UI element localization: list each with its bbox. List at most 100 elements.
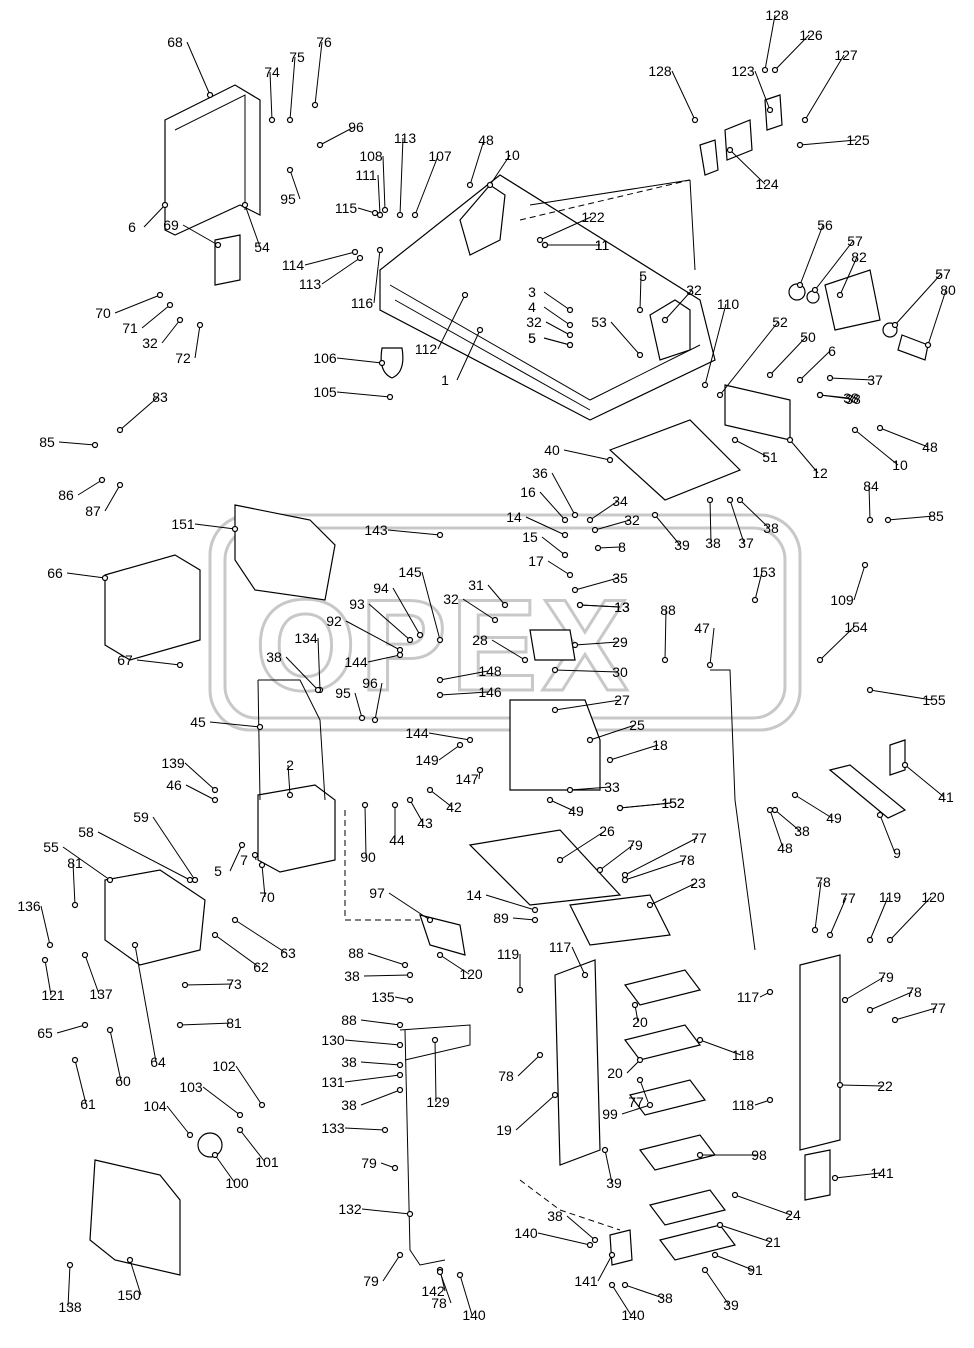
leader-line: [439, 670, 489, 681]
rail-22: [799, 954, 841, 1151]
fastener-mark: [791, 791, 799, 799]
leader-line: [814, 881, 822, 931]
part-100: [197, 1132, 223, 1158]
callout-92: 92: [326, 613, 342, 629]
leader-line: [185, 784, 216, 801]
callout-13: 13: [614, 599, 630, 615]
fastener-mark: [771, 806, 779, 814]
callout-109: 109: [830, 592, 854, 608]
callout-8: 8: [618, 539, 626, 555]
callout-25: 25: [629, 717, 645, 733]
callout-48: 48: [922, 439, 938, 455]
callout-30: 30: [612, 664, 628, 680]
callout-5: 5: [528, 330, 536, 346]
fastener-mark: [191, 876, 199, 884]
leader-line: [774, 34, 810, 71]
leader-line: [67, 1264, 71, 1308]
callout-54: 54: [254, 239, 270, 255]
lamp-housing-66: [104, 554, 201, 661]
callout-140: 140: [462, 1307, 486, 1323]
callout-66: 66: [47, 565, 63, 581]
leader-line: [539, 491, 566, 521]
leader-line: [549, 799, 575, 812]
callout-57: 57: [847, 233, 863, 249]
callout-68: 68: [167, 34, 183, 50]
leader-line: [819, 394, 852, 400]
callout-105: 105: [313, 384, 337, 400]
leader-line: [599, 844, 634, 871]
callout-31: 31: [468, 577, 484, 593]
callout-20: 20: [607, 1065, 623, 1081]
fastener-mark: [396, 1021, 404, 1029]
leader-line: [734, 439, 769, 458]
callout-76: 76: [316, 34, 332, 50]
fastener-mark: [98, 476, 106, 484]
callout-77: 77: [840, 890, 856, 906]
callout-119: 119: [497, 946, 520, 962]
leader-line: [321, 257, 361, 285]
callout-26: 26: [599, 823, 615, 839]
callout-96: 96: [348, 119, 364, 135]
leader-line: [704, 1269, 730, 1306]
fastener-mark: [561, 551, 569, 559]
leader-line: [804, 54, 845, 121]
fastener-mark: [241, 201, 249, 209]
leader-line: [179, 1022, 233, 1026]
leader-line: [664, 609, 667, 661]
callout-4: 4: [528, 299, 536, 315]
fastener-mark: [556, 856, 564, 864]
fastener-mark: [236, 1126, 244, 1134]
callout-82: 82: [851, 249, 867, 265]
callout-146: 146: [478, 684, 502, 700]
callout-10: 10: [504, 147, 520, 163]
fastener-mark: [884, 516, 892, 524]
leader-line: [314, 41, 323, 106]
fastener-mark: [566, 786, 574, 794]
leader-line: [799, 139, 857, 146]
shaft-assembly-82: [788, 269, 929, 361]
fastener-mark: [501, 601, 509, 609]
fastener-mark: [826, 374, 834, 382]
callout-49: 49: [826, 810, 842, 826]
leader-line: [438, 744, 461, 761]
fastener-mark: [608, 1251, 616, 1259]
leader-line: [517, 1054, 541, 1077]
fastener-mark: [66, 1261, 74, 1269]
fastener-mark: [71, 1056, 79, 1064]
callout-95: 95: [280, 191, 296, 207]
fastener-mark: [531, 916, 539, 924]
leader-line: [887, 515, 935, 521]
fastener-mark: [636, 306, 644, 314]
callout-84: 84: [863, 478, 879, 494]
fastener-mark: [106, 1026, 114, 1034]
callout-11: 11: [595, 237, 610, 253]
callout-99: 99: [602, 1106, 618, 1122]
fastener-mark: [436, 951, 444, 959]
callout-129: 129: [426, 1094, 450, 1110]
fastener-mark: [616, 804, 624, 812]
callout-59: 59: [133, 809, 149, 825]
leader-line: [214, 934, 260, 968]
leader-line: [649, 882, 697, 906]
leader-line: [597, 546, 621, 549]
leader-line: [319, 126, 355, 146]
fastener-mark: [571, 586, 579, 594]
fastener-mark: [396, 211, 404, 219]
callout-43: 43: [417, 815, 433, 831]
leader-line: [367, 654, 401, 663]
callout-123: 123: [731, 63, 755, 79]
leader-line: [604, 1149, 613, 1184]
callout-69: 69: [163, 217, 179, 233]
handrail-47: [710, 669, 756, 951]
fastener-mark: [566, 321, 574, 329]
frame-26: [468, 829, 622, 906]
leader-line: [143, 204, 166, 228]
callout-39: 39: [606, 1175, 622, 1191]
callout-117: 117: [737, 989, 760, 1005]
fastener-mark: [351, 248, 359, 256]
callout-37: 37: [738, 535, 754, 551]
fastener-mark: [551, 666, 559, 674]
fastener-mark: [661, 656, 669, 664]
callout-118: 118: [732, 1047, 755, 1063]
callout-121: 121: [41, 987, 65, 1003]
